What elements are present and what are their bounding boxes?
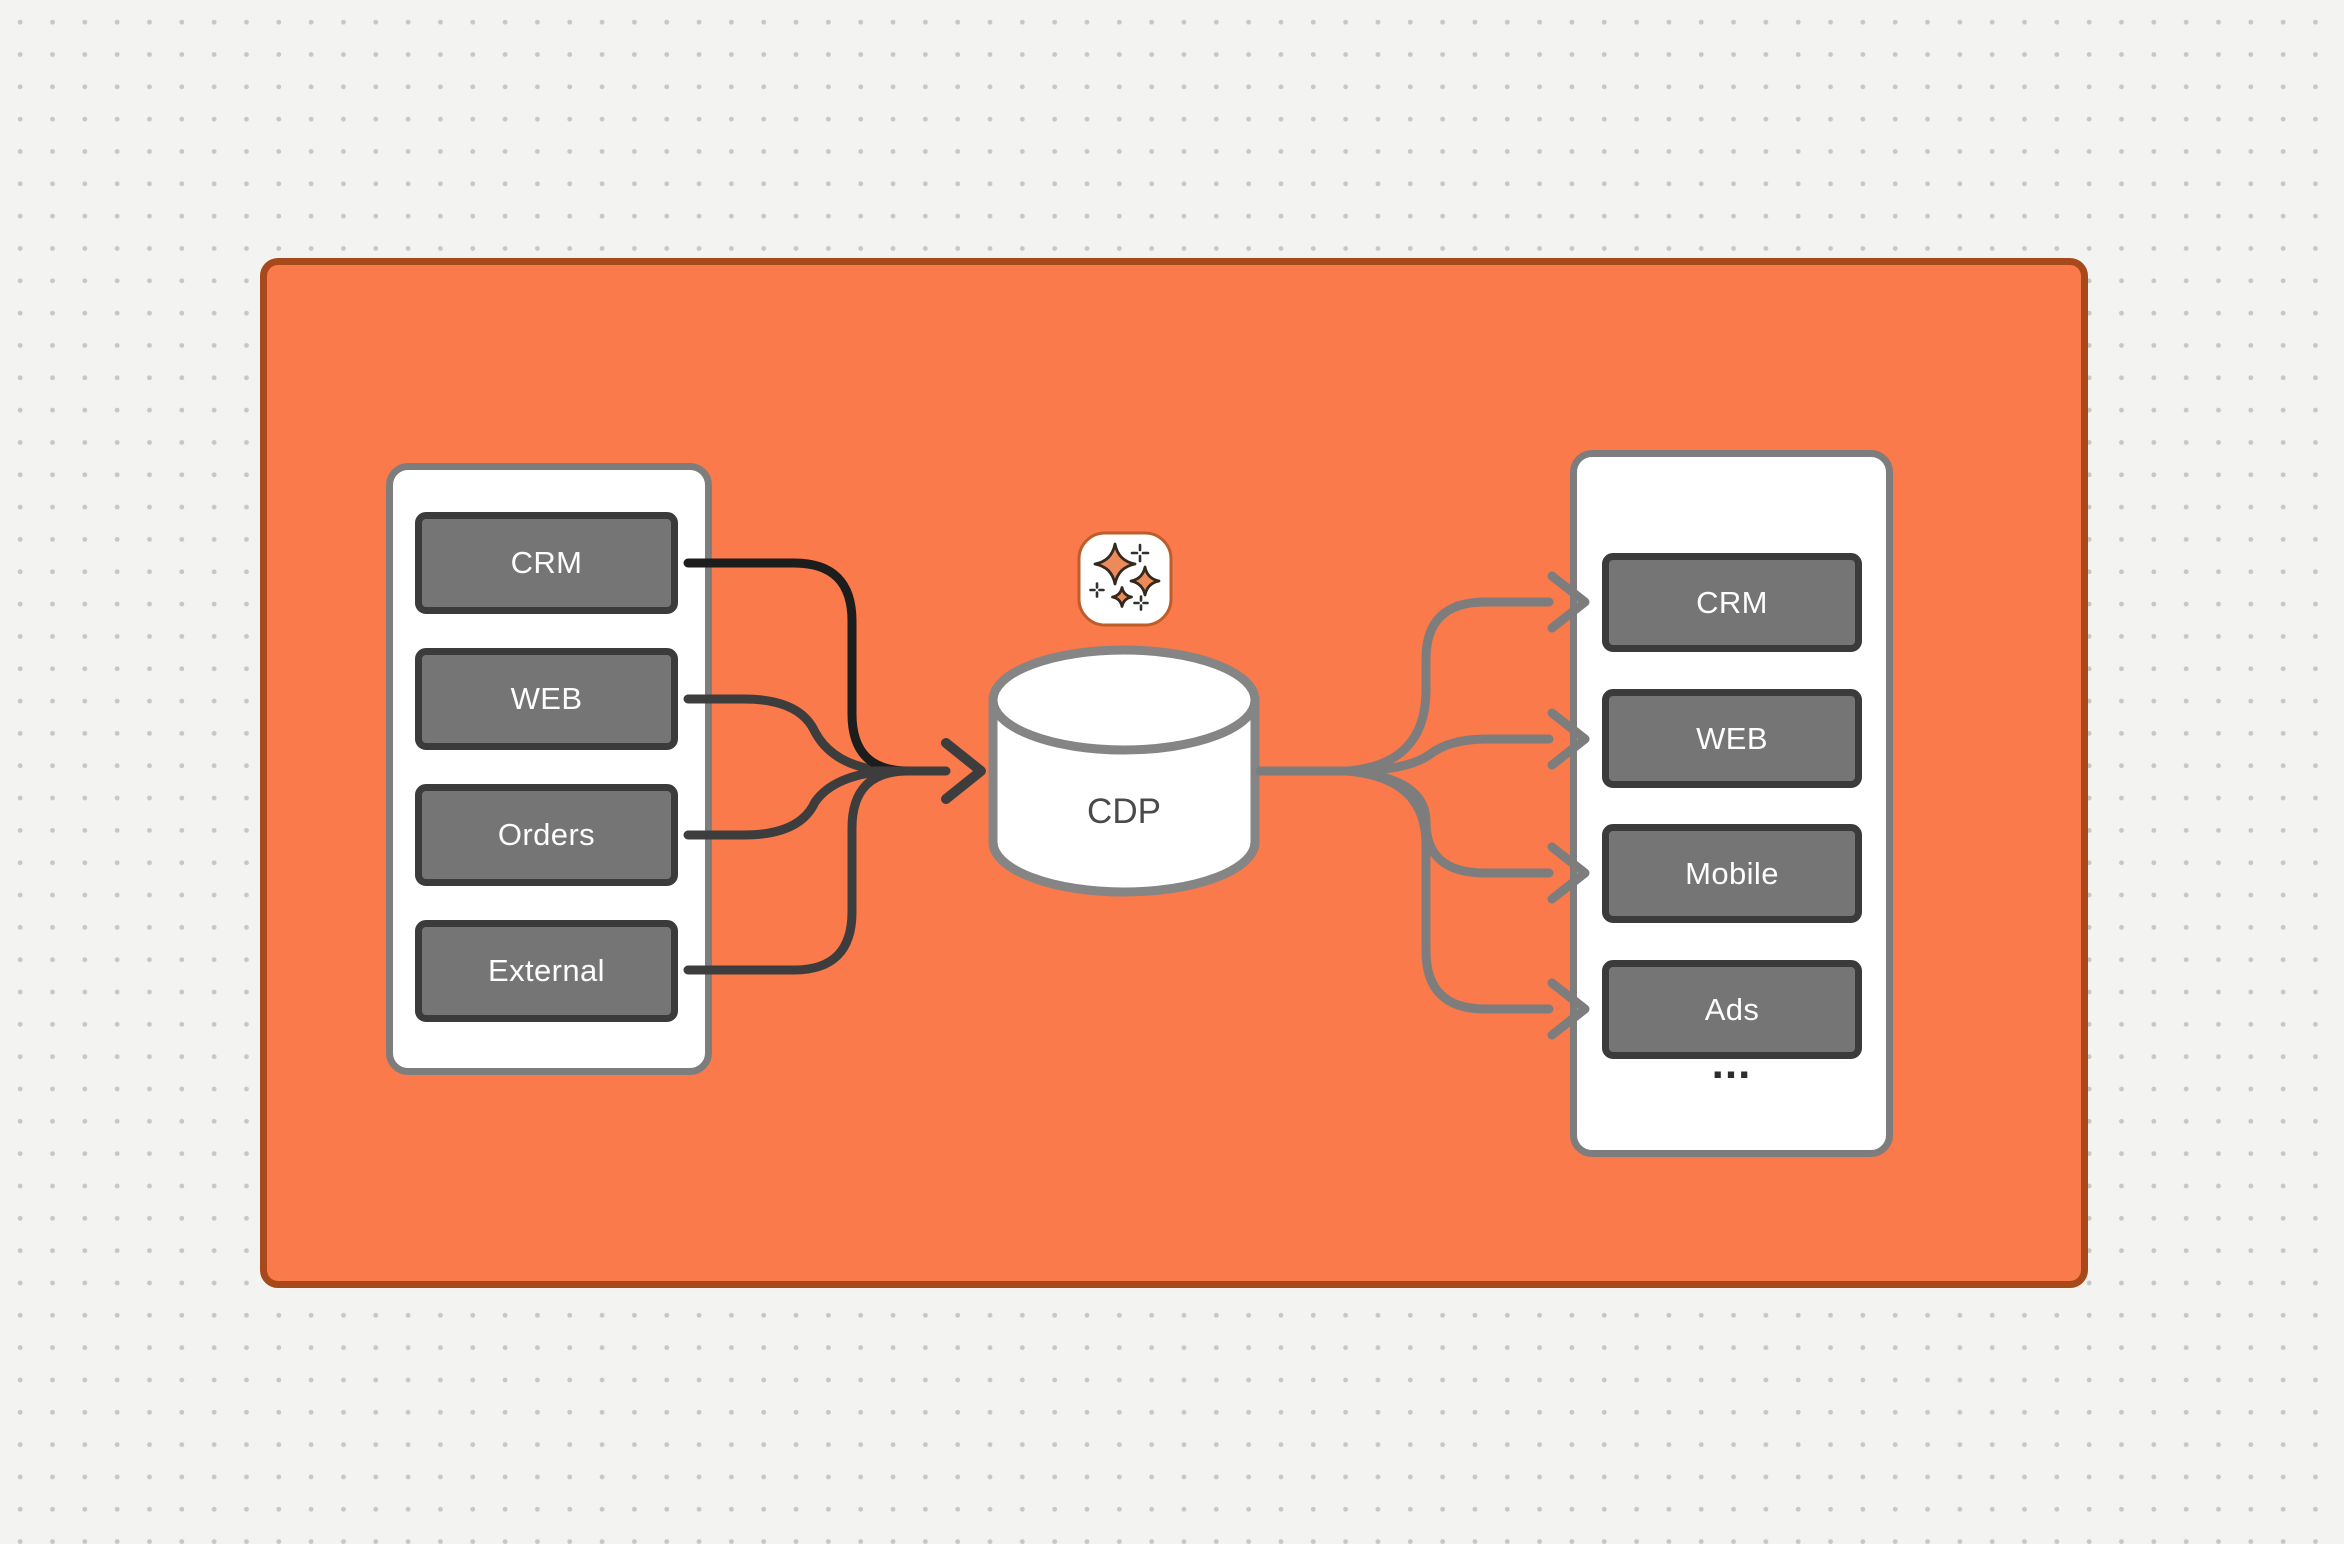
destination-node-ads-label: Ads [1704, 991, 1760, 1027]
destination-node-mobile-label: Mobile [1685, 855, 1779, 891]
source-node-crm-label: CRM [510, 545, 583, 580]
source-node-crm[interactable]: CRM [415, 512, 678, 614]
sparkles-icon-badge [1077, 531, 1173, 627]
destination-node-crm-label: CRM [1696, 584, 1768, 620]
destination-node-web-label: WEB [1696, 720, 1768, 756]
cdp-label: CDP [1087, 792, 1161, 831]
destination-node-crm[interactable]: CRM [1602, 553, 1862, 652]
destination-node-ads[interactable]: Ads [1602, 960, 1862, 1059]
destination-node-web[interactable]: WEB [1602, 689, 1862, 788]
source-node-external[interactable]: External [415, 920, 678, 1022]
source-node-web[interactable]: WEB [415, 648, 678, 750]
sparkles-icon[interactable] [1077, 531, 1173, 627]
source-node-web-label: WEB [510, 681, 583, 716]
sparkle-plus-marks [1089, 543, 1150, 611]
source-node-external-label: External [488, 953, 605, 988]
source-node-orders-label: Orders [497, 817, 596, 852]
sparkle-stars [1093, 542, 1161, 608]
destination-node-mobile[interactable]: Mobile [1602, 824, 1862, 923]
source-node-orders[interactable]: Orders [415, 784, 678, 886]
destinations-more-ellipsis: ... [1711, 1039, 1752, 1088]
